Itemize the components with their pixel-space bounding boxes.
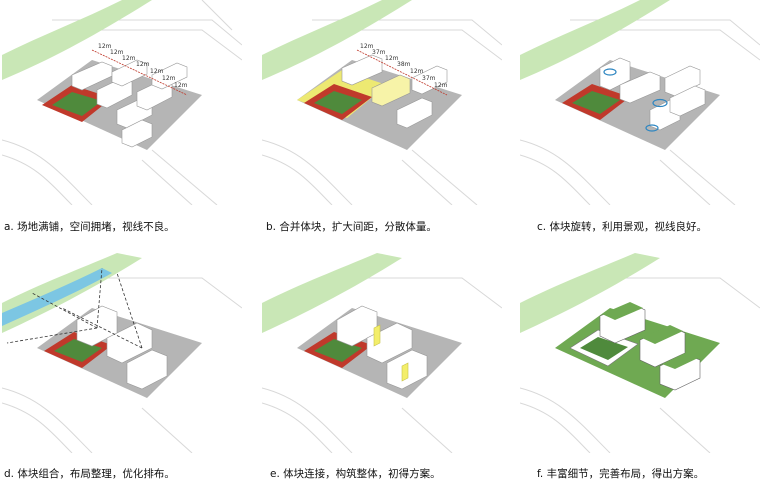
- river: [520, 0, 670, 80]
- river: [262, 253, 402, 333]
- panel-e: [262, 248, 502, 453]
- track: [304, 84, 372, 120]
- track: [42, 85, 112, 122]
- dim-label: 12m: [385, 55, 399, 62]
- dimension-line: 12m 37m 12m 38m 12m 37m 12m: [356, 43, 448, 96]
- dim-label: 38m: [397, 61, 411, 68]
- dim-label: 12m: [162, 75, 176, 82]
- panel-d: [2, 248, 242, 453]
- dim-label: 12m: [98, 43, 112, 50]
- dimension-line: 12m 12m 12m 12m 12m 12m 12m: [91, 43, 188, 96]
- dim-label: 12m: [150, 68, 164, 75]
- dim-label: 12m: [174, 82, 188, 89]
- water: [2, 268, 112, 326]
- green-roofs: [602, 302, 698, 369]
- sightline-arrows: [6, 267, 143, 349]
- diagram-d: [2, 253, 242, 453]
- panel-b: 12m 37m 12m 38m 12m 37m 12m: [262, 0, 502, 205]
- buildings: [341, 54, 448, 129]
- caption-b: b. 合并体块，扩大间距，分散体量。: [266, 221, 437, 233]
- dim-label: 12m: [434, 82, 448, 89]
- dim-label: 37m: [422, 75, 436, 82]
- caption-a: a. 场地满铺，空间拥堵，视线不良。: [4, 221, 175, 233]
- dim-label: 12m: [360, 43, 374, 50]
- river: [520, 253, 660, 333]
- connector-blocks: [373, 324, 409, 382]
- diagram-f: [520, 253, 760, 453]
- panel-c: [520, 0, 760, 205]
- diagram-c: [520, 0, 760, 205]
- buildings: [71, 59, 188, 148]
- track: [562, 84, 630, 120]
- dim-label: 12m: [110, 49, 124, 56]
- diagram-b: 12m 37m 12m 38m 12m 37m 12m: [262, 0, 502, 205]
- panel-f: [520, 248, 760, 453]
- caption-e: e. 体块连接，构筑整体，初得方案。: [270, 468, 441, 480]
- dim-label: 37m: [372, 49, 386, 56]
- diagram-e: [262, 253, 502, 453]
- buildings: [76, 305, 168, 390]
- caption-d: d. 体块组合，布局整理，优化排布。: [4, 468, 175, 480]
- river: [262, 0, 412, 80]
- diagram-a: 12m 12m 12m 12m 12m 12m 12m: [2, 0, 242, 205]
- dim-label: 12m: [136, 61, 150, 68]
- river: [2, 0, 152, 80]
- rotation-arrow-icon: [603, 68, 668, 132]
- dim-label: 12m: [122, 55, 136, 62]
- caption-f: f. 丰富细节，完善布局，得出方案。: [537, 468, 705, 480]
- dim-label: 12m: [410, 68, 424, 75]
- panel-a: 12m 12m 12m 12m 12m 12m 12m: [2, 0, 242, 205]
- caption-c: c. 体块旋转，利用景观，视线良好。: [537, 221, 707, 233]
